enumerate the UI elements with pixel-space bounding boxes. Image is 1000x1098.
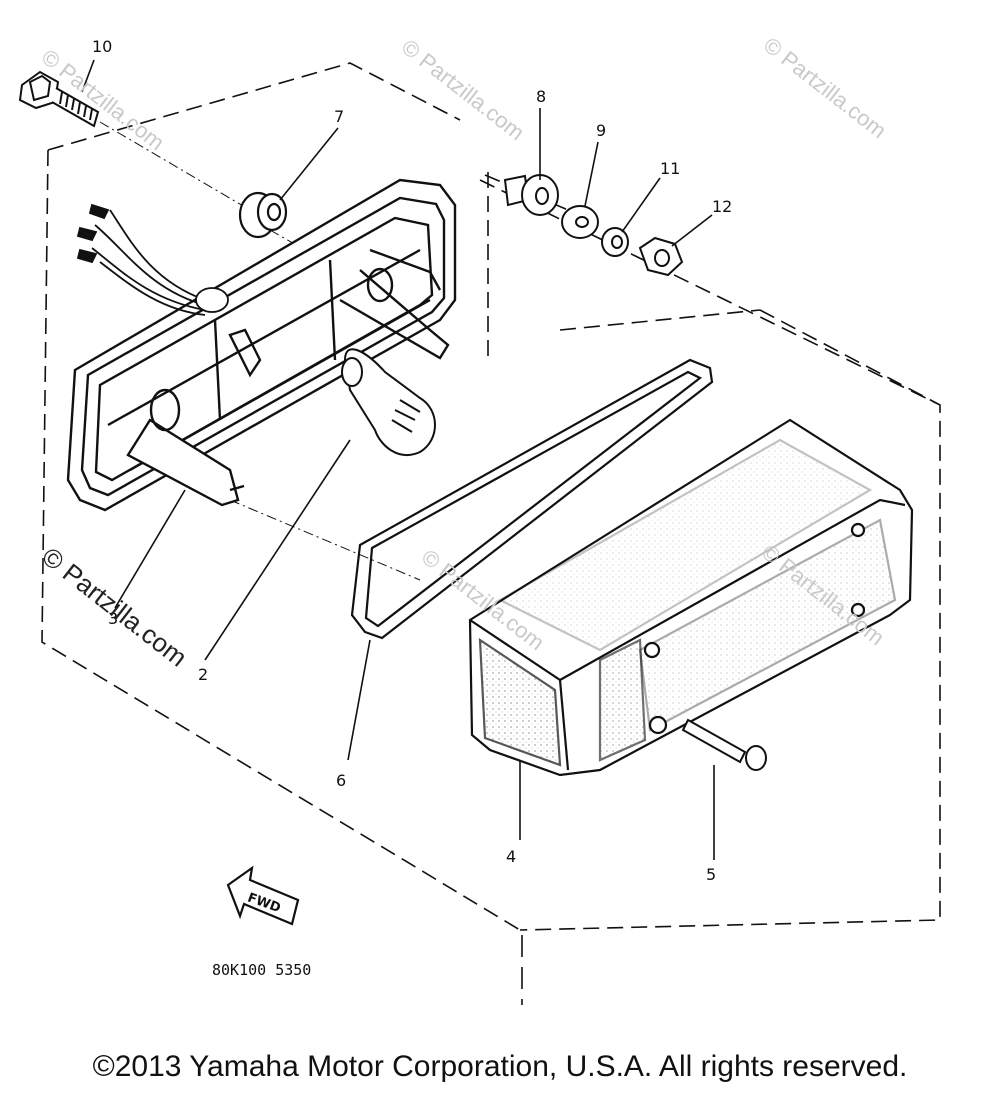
screw-part-5 bbox=[681, 718, 767, 771]
copyright-notice: ©2013 Yamaha Motor Corporation, U.S.A. A… bbox=[92, 1050, 908, 1083]
bulb-part-2 bbox=[341, 348, 436, 456]
watermark-3: © Partzilla.com bbox=[759, 32, 891, 143]
wiring-harness bbox=[76, 203, 229, 316]
watermark-2: © Partzilla.com bbox=[397, 34, 529, 145]
leader-lines bbox=[81, 59, 715, 860]
callout-6: 6 bbox=[336, 771, 346, 790]
assembly-outline-left bbox=[41, 62, 521, 931]
callout-11: 11 bbox=[660, 159, 680, 178]
callout-9: 9 bbox=[596, 121, 606, 140]
callout-4: 4 bbox=[506, 847, 516, 866]
washer-part-9 bbox=[561, 205, 599, 239]
callout-10: 10 bbox=[92, 37, 112, 56]
lens-part-4 bbox=[468, 418, 914, 777]
callout-5: 5 bbox=[706, 865, 716, 884]
callout-3: 3 bbox=[108, 609, 118, 628]
callout-2: 2 bbox=[198, 665, 208, 684]
projection-lines bbox=[99, 121, 701, 721]
drawing-code: 80K100 5350 bbox=[212, 961, 311, 979]
assembly-outline-right bbox=[479, 172, 941, 931]
callout-12: 12 bbox=[712, 197, 732, 216]
collar-part-8 bbox=[503, 174, 559, 216]
lamp-housing-part-3 bbox=[66, 178, 457, 512]
lock-washer-part-11 bbox=[601, 227, 629, 257]
forward-arrow-icon: FWD bbox=[226, 865, 300, 926]
gasket-part-6 bbox=[350, 358, 714, 640]
callout-8: 8 bbox=[536, 87, 546, 106]
nut-part-12 bbox=[638, 236, 684, 277]
callout-7: 7 bbox=[334, 107, 344, 126]
bolt-part-10 bbox=[18, 70, 100, 128]
grommet-part-7 bbox=[238, 191, 288, 239]
